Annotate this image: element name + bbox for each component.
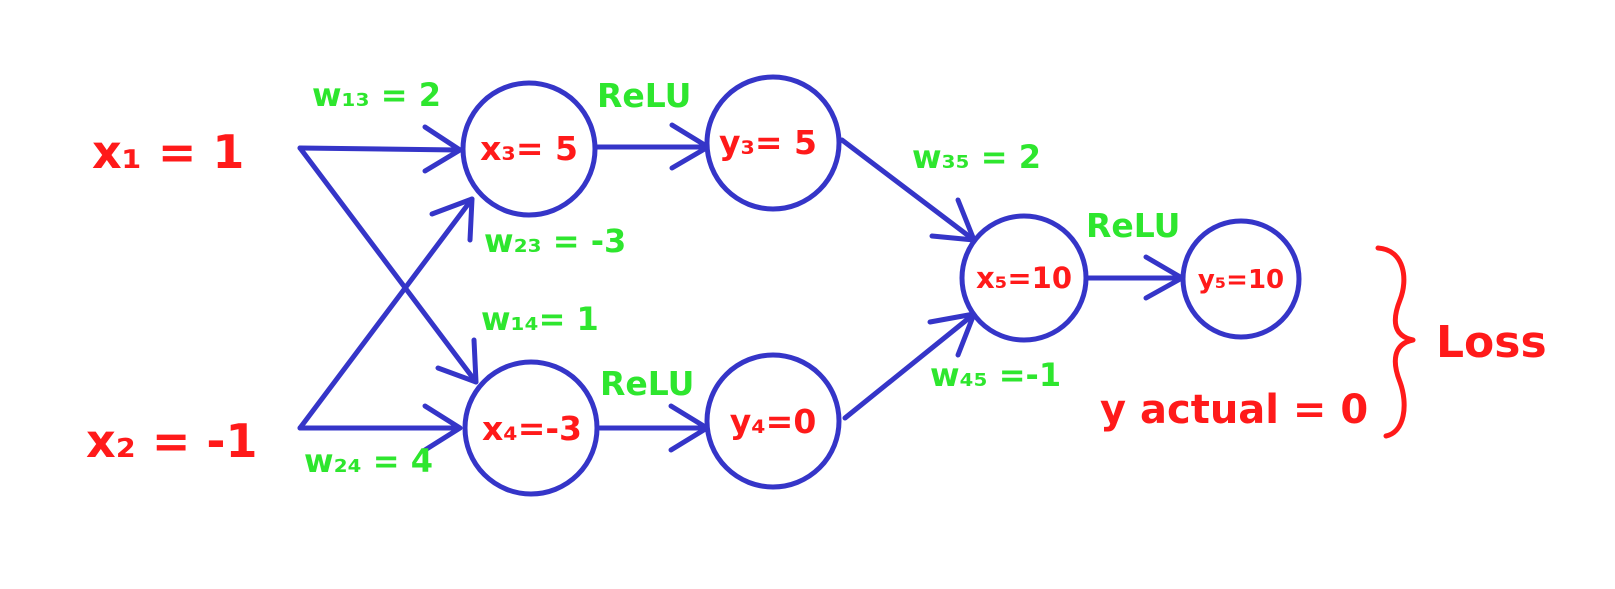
input-x2-label: x₂ = -1 bbox=[86, 414, 258, 468]
edge-x2-x4 bbox=[297, 403, 463, 453]
node-y5 bbox=[1180, 218, 1302, 340]
weight-w23-label: w₂₃ = -3 bbox=[484, 222, 626, 260]
activation-relu-top: ReLU bbox=[597, 76, 691, 115]
y-actual-label: y actual = 0 bbox=[1100, 387, 1368, 433]
node-y5-label: y₅=10 bbox=[1198, 265, 1284, 295]
node-y4 bbox=[704, 352, 842, 490]
weight-w14-label: w₁₄= 1 bbox=[481, 300, 599, 338]
loss-label: Loss bbox=[1436, 317, 1547, 368]
node-y3 bbox=[704, 74, 842, 212]
node-y4-label: y₄=0 bbox=[730, 402, 817, 441]
edge-x2-x3 bbox=[297, 196, 475, 431]
node-x3-label: x₃= 5 bbox=[480, 129, 578, 168]
edge-x4-y4 bbox=[597, 403, 710, 453]
node-x5-label: x₅=10 bbox=[976, 261, 1072, 295]
node-x3 bbox=[460, 80, 598, 218]
weight-w35-label: w₃₅ = 2 bbox=[912, 138, 1041, 176]
activation-relu-output: ReLU bbox=[1086, 206, 1180, 245]
input-x1-label: x₁ = 1 bbox=[92, 125, 244, 179]
weight-w45-label: w₄₅ =-1 bbox=[930, 356, 1061, 394]
node-y3-label: y₃= 5 bbox=[719, 123, 817, 162]
edge-x1-x3 bbox=[297, 124, 463, 174]
activation-relu-bottom: ReLU bbox=[600, 364, 694, 403]
loss-brace bbox=[1375, 245, 1416, 439]
weight-w13-label: w₁₃ = 2 bbox=[312, 76, 441, 114]
edge-x3-y3 bbox=[592, 122, 711, 171]
edge-x5-y5 bbox=[1085, 254, 1185, 301]
node-x4 bbox=[462, 359, 600, 497]
node-x4-label: x₄=-3 bbox=[482, 409, 582, 448]
node-x5 bbox=[959, 213, 1089, 343]
weight-w24-label: w₂₄ = 4 bbox=[304, 442, 433, 480]
edge-x1-x4 bbox=[297, 145, 479, 385]
